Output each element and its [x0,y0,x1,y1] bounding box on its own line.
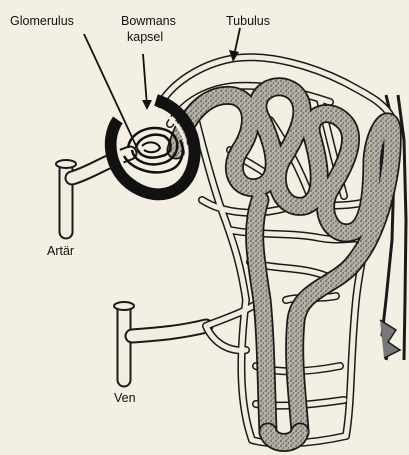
vein-label: Ven [114,391,136,405]
glomerulus-label: Glomerulus [10,14,74,28]
tubulus-label: Tubulus [226,14,270,28]
bowmans-capsule-label-line2: kapsel [127,30,163,44]
bowmans-capsule-label-line1: Bowmans [121,14,176,28]
artery-label: Artär [47,244,74,258]
